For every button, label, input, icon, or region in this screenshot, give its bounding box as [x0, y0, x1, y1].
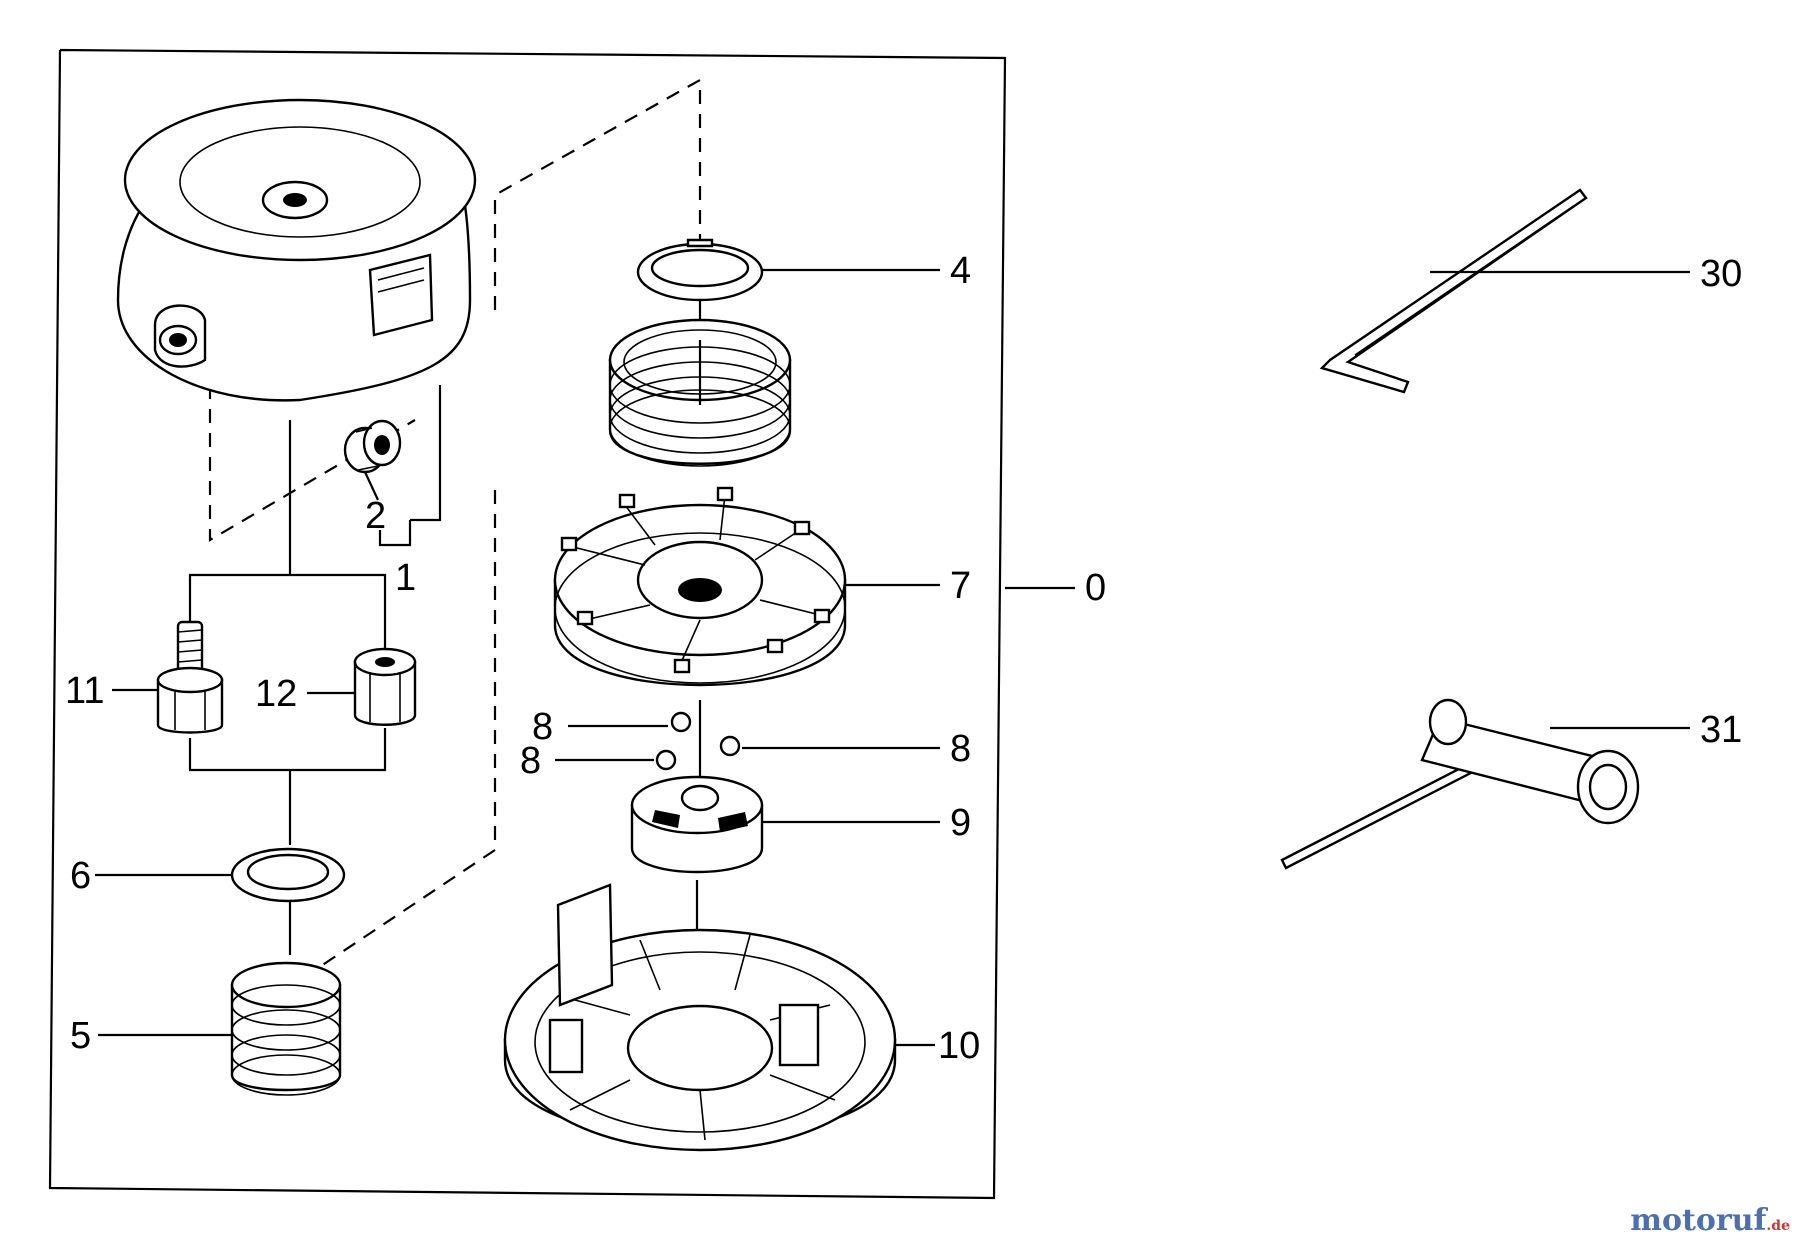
callout-0: 0: [1085, 567, 1106, 609]
washer-icon: [230, 847, 346, 903]
callout-31: 31: [1700, 709, 1742, 751]
watermark-text: motoruf: [1630, 1203, 1767, 1238]
callout-2: 2: [365, 495, 386, 537]
callout-11: 11: [65, 670, 104, 712]
hex-key-icon: [1319, 188, 1588, 394]
leader-2: [364, 471, 379, 501]
callout-4: 4: [950, 250, 971, 292]
bolt-icon: [156, 620, 224, 734]
callout-1: 1: [395, 557, 416, 599]
callout-8c: 8: [950, 728, 971, 770]
ball-icon: [655, 711, 741, 771]
callout-6: 6: [70, 855, 91, 897]
callout-5: 5: [70, 1015, 91, 1057]
guide-line-lower: [284, 490, 497, 991]
bolt-icon: [343, 419, 402, 474]
cam-icon: [630, 775, 764, 874]
leader-1: [410, 385, 442, 522]
watermark-suffix: .de: [1766, 1218, 1790, 1234]
nut-icon: [353, 647, 417, 726]
watermark-logo: motoruf.de: [1630, 1203, 1790, 1238]
callout-30: 30: [1700, 253, 1742, 295]
callout-8a: 8: [532, 706, 553, 748]
leader-pair-top: [188, 573, 387, 650]
leader-1b: [378, 520, 412, 547]
callout-7: 7: [950, 565, 971, 607]
assembly-frame: [48, 48, 1007, 1200]
washer-icon: [636, 238, 764, 302]
callout-12: 12: [255, 673, 297, 715]
base-icon: [503, 883, 897, 1152]
guide-line-upper: [493, 78, 702, 310]
spring-icon: [230, 961, 342, 1096]
callout-9: 9: [950, 802, 971, 844]
callout-8b: 8: [520, 740, 541, 782]
plug-wrench-icon: [1280, 698, 1640, 870]
leader-pair-bottom: [188, 728, 387, 772]
cover-icon: [116, 98, 477, 402]
callout-10: 10: [938, 1025, 980, 1067]
spool-icon: [553, 486, 847, 687]
